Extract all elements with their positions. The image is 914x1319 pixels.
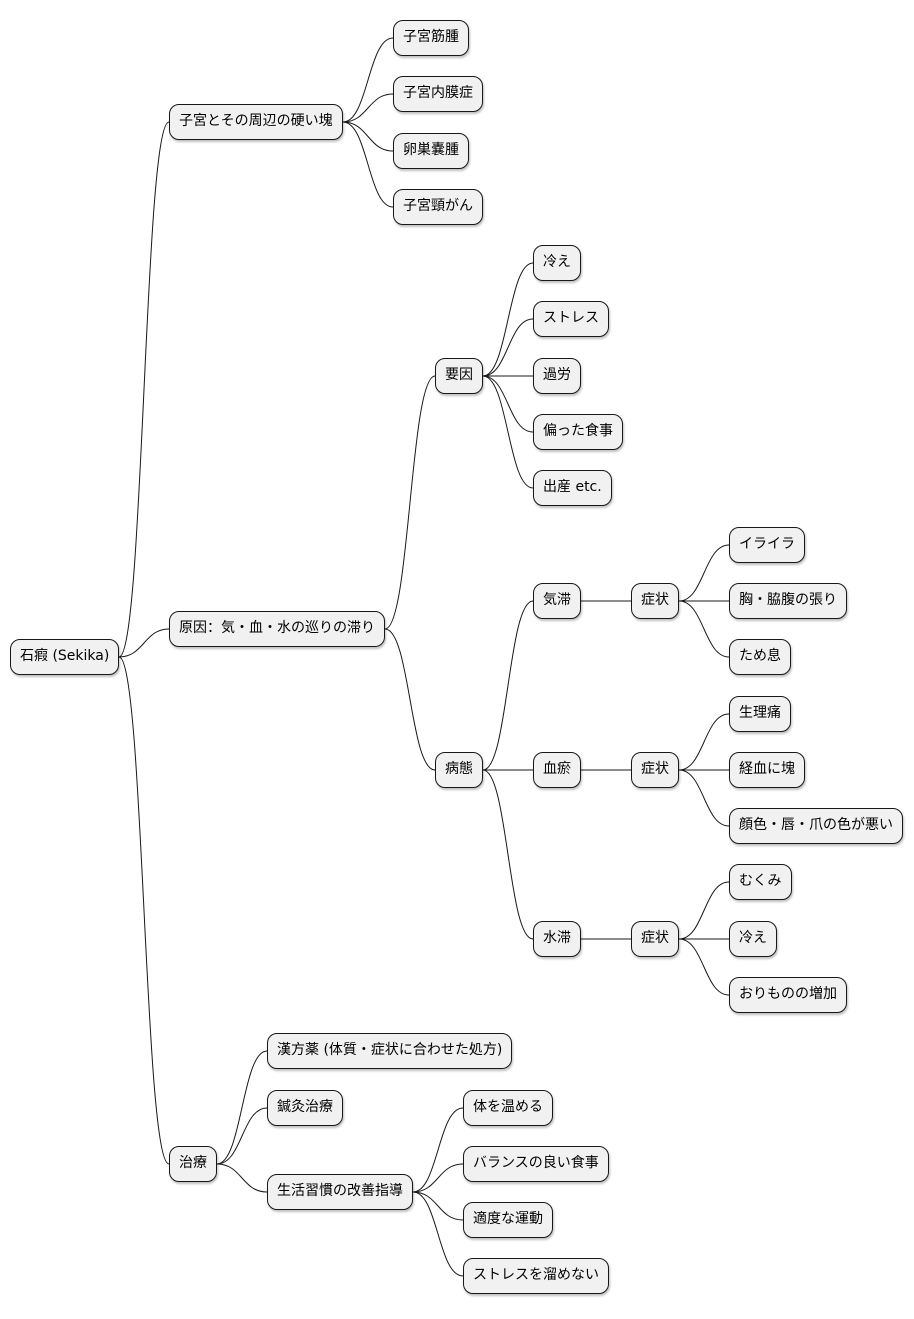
node-blood-symptom-complexion: 顔色・唇・爪の色が悪い [729, 808, 903, 844]
connector-h0 [342, 37, 394, 123]
connector-life [216, 1163, 268, 1193]
connector-wa-0 [678, 881, 730, 940]
connector-qi [482, 600, 534, 771]
node-factor-stress: ストレス [533, 301, 609, 337]
node-qi-stagnation: 気滞 [533, 583, 581, 619]
node-factors: 要因 [435, 358, 483, 394]
node-pathology: 病態 [435, 752, 483, 788]
node-ovarian-cyst: 卵巣嚢腫 [393, 133, 469, 169]
connector-f4 [482, 375, 534, 489]
node-cervical-cancer: 子宮頸がん [393, 189, 483, 225]
node-blood-symptoms: 症状 [631, 752, 679, 788]
node-uterine-fibroid: 子宮筋腫 [393, 20, 469, 56]
node-qi-symptoms: 症状 [631, 583, 679, 619]
node-water-symptom-swelling: むくみ [729, 864, 792, 900]
node-factor-cold: 冷え [533, 245, 581, 281]
connector-qi-0 [678, 544, 730, 602]
node-qi-symptom-sigh: ため息 [729, 639, 791, 675]
node-blood-stasis: 血瘀 [533, 752, 581, 788]
node-endometriosis: 子宮内膜症 [393, 76, 483, 112]
connector-wa [482, 769, 534, 940]
node-lifestyle-warm: 体を温める [463, 1090, 553, 1126]
connector-l0 [412, 1107, 464, 1193]
connector-l3 [412, 1191, 464, 1277]
connector-h3 [342, 121, 394, 208]
node-acupuncture: 鍼灸治療 [267, 1090, 343, 1126]
node-lifestyle: 生活習慣の改善指導 [267, 1174, 413, 1210]
node-hard-mass: 子宮とその周辺の硬い塊 [169, 104, 343, 140]
connector-treat [118, 656, 170, 1165]
node-lifestyle-stress: ストレスを溜めない [463, 1258, 609, 1294]
node-water-symptom-discharge: おりものの増加 [729, 977, 847, 1013]
connector-l1 [412, 1163, 464, 1193]
node-treatment: 治療 [169, 1146, 217, 1182]
connector-l2 [412, 1191, 464, 1221]
node-water-symptom-cold: 冷え [729, 921, 777, 957]
node-factor-childbirth: 出産 etc. [533, 470, 612, 506]
node-cause: 原因：気・血・水の巡りの滞り [169, 611, 385, 647]
node-factor-overwork: 過労 [533, 358, 581, 394]
node-qi-symptom-irritability: イライラ [729, 527, 805, 563]
connector-h2 [342, 121, 394, 152]
connector-path [384, 628, 436, 771]
connector-hard [118, 121, 170, 658]
node-water-symptoms: 症状 [631, 921, 679, 957]
node-lifestyle-exercise: 適度な運動 [463, 1202, 553, 1238]
connector-h1 [342, 93, 394, 123]
connector-wa-2 [678, 938, 730, 996]
node-lifestyle-diet: バランスの良い食事 [463, 1146, 609, 1182]
connector-qi-2 [678, 600, 730, 658]
connector-cause [118, 628, 170, 658]
node-factor-diet: 偏った食事 [533, 414, 623, 450]
connector-factors [384, 375, 436, 630]
node-qi-symptom-chest: 胸・脇腹の張り [729, 583, 847, 619]
node-blood-symptom-pain: 生理痛 [729, 696, 791, 732]
connector-kampo [216, 1050, 268, 1165]
connector-bl-2 [678, 769, 730, 827]
connector-f3 [482, 375, 534, 433]
node-water-retention: 水滞 [533, 921, 581, 957]
node-kampo: 漢方薬 (体質・症状に合わせた処方) [267, 1033, 513, 1069]
connector-f0 [482, 262, 534, 377]
connector-f1 [482, 318, 534, 377]
connector-acu [216, 1107, 268, 1165]
node-blood-symptom-clots: 経血に塊 [729, 752, 805, 788]
root-node: 石瘕 (Sekika) [10, 639, 120, 675]
connector-bl-0 [678, 713, 730, 771]
